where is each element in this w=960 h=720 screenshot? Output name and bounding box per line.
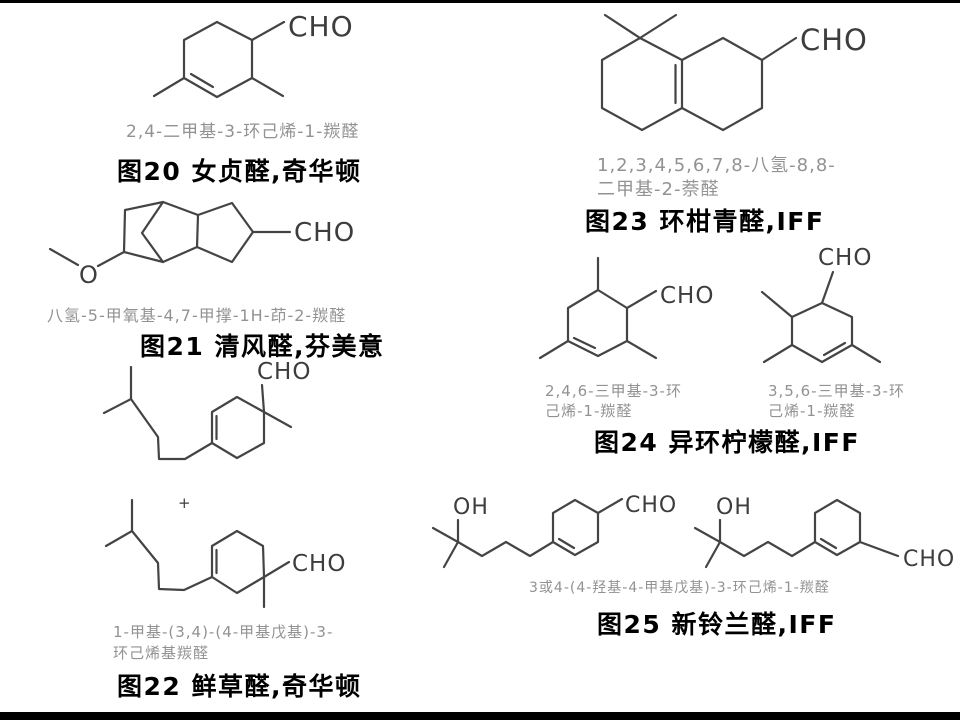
cho-label: CHO: [257, 359, 311, 385]
fig22-chem-name-line2: 环己烯基羰醛: [113, 644, 210, 662]
cho-bond: [250, 20, 286, 42]
fig21-caption: 图21 清风醛,芬美意: [140, 332, 385, 361]
fig22-chem-name: 1-甲基-(3,4)-(4-甲基戊基)-3- 环己烯基羰醛: [113, 622, 333, 664]
double-bond: [189, 72, 215, 89]
pentyl-chain: [718, 540, 817, 558]
fig24-structure-right: CHO: [760, 245, 882, 364]
cho-label: CHO: [818, 245, 872, 271]
methyl-bond: [104, 529, 134, 548]
bottom-border: [0, 712, 960, 720]
fig23-chem-name-line1: 1,2,3,4,5,6,7,8-八氢-8,8-: [597, 155, 836, 176]
methyl-bond: [262, 410, 293, 429]
cyclohexene-ring: [566, 288, 629, 358]
fig24-left-line1: 2,4,6-三甲基-3-环: [545, 382, 682, 400]
methoxy-bond: [48, 247, 80, 267]
methyl-bond: [625, 339, 658, 360]
pentyl-chain: [129, 397, 214, 461]
cho-label: CHO: [660, 283, 714, 309]
double-bond: [822, 341, 847, 357]
cho-bond: [260, 383, 266, 414]
fig22-structure-2: + CHO: [104, 494, 346, 609]
fig23-chem-name-line2: 二甲基-2-萘醛: [597, 179, 720, 200]
fig20-structure: CHO: [152, 10, 354, 99]
double-bond: [572, 336, 597, 350]
plus-sign: +: [178, 494, 192, 512]
fig20-chem-name: 2,4-二甲基-3-环己烯-1-羰醛: [126, 122, 360, 142]
cyclopentane-ring: [195, 201, 255, 264]
cyclohexene-ring: [551, 498, 600, 557]
fig25-structure-right: OH CHO: [693, 495, 955, 572]
methyl-bond: [431, 526, 460, 544]
cho-bond: [625, 289, 658, 310]
double-bond: [819, 537, 838, 550]
fig23-caption: 图23 环柑青醛,IFF: [585, 207, 825, 236]
methyl-bond: [762, 343, 794, 364]
methyl-bond: [442, 540, 460, 569]
cho-bond: [760, 36, 798, 62]
fig20-caption: 图20 女贞醛,奇华顿: [117, 157, 362, 186]
methyl-bond: [693, 526, 722, 544]
fig21-structure: O CHO: [48, 200, 355, 289]
fig24-chem-name-left: 2,4,6-三甲基-3-环 己烯-1-羰醛: [545, 381, 682, 421]
pentyl-chain: [130, 529, 214, 592]
cho-label: CHO: [903, 547, 955, 572]
methyl-bond: [152, 76, 186, 98]
cyclohexene-ring: [790, 301, 854, 364]
cho-bond: [596, 497, 624, 515]
oh-label: OH: [716, 495, 752, 520]
norbornane-ring: [122, 200, 200, 264]
fig22-chem-name-line1: 1-甲基-(3,4)-(4-甲基戊基)-3-: [113, 623, 334, 641]
cho-bond: [820, 270, 835, 305]
cyclohexene-ring: [210, 529, 266, 595]
methano-bridge: [140, 200, 165, 264]
pentyl-chain: [456, 540, 555, 558]
methyl-bond: [102, 397, 133, 415]
top-border: [0, 0, 960, 3]
cho-bond: [262, 560, 291, 579]
fig25-caption: 图25 新铃兰醛,IFF: [597, 610, 837, 639]
methyl-bond: [603, 13, 642, 40]
cyclohexene-ring: [182, 20, 254, 99]
cho-label: CHO: [288, 10, 354, 43]
cyclohexene-ring: [210, 395, 266, 460]
right-ring: [680, 36, 764, 132]
fig24-caption: 图24 异环柠檬醛,IFF: [594, 428, 860, 457]
fig24-left-line2: 己烯-1-羰醛: [545, 402, 633, 420]
fig21-chem-name: 八氢-5-甲氧基-4,7-甲撑-1H-茚-2-羰醛: [47, 306, 347, 325]
fig23-structure: CHO: [600, 13, 868, 132]
fig23-chem-name: 1,2,3,4,5,6,7,8-八氢-8,8- 二甲基-2-萘醛: [597, 154, 836, 202]
double-bond: [557, 537, 576, 550]
fig24-chem-name-right: 3,5,6-三甲基-3-环 己烯-1-羰醛: [768, 381, 905, 421]
left-ring: [600, 36, 684, 132]
methyl-bond: [704, 540, 722, 569]
cho-label: CHO: [294, 218, 355, 248]
fig22-structure-1: CHO: [102, 359, 311, 461]
methyl-bond: [850, 343, 882, 364]
oh-label: OH: [453, 495, 489, 520]
cho-label: CHO: [292, 551, 346, 577]
ether-bond: [96, 250, 126, 268]
fig24-right-line1: 3,5,6-三甲基-3-环: [768, 382, 905, 400]
oxygen-label: O: [79, 261, 99, 289]
cho-label: CHO: [800, 23, 868, 57]
fig25-chem-name: 3或4-(4-羟基-4-甲基戊基)-3-环己烯-1-羰醛: [529, 580, 830, 596]
fig22-caption: 图22 鲜草醛,奇华顿: [117, 672, 362, 701]
fig25-structure-left: OH CHO: [431, 493, 677, 569]
fig24-structure-left: CHO: [538, 256, 714, 360]
methyl-bond: [250, 76, 285, 98]
fig24-right-line2: 己烯-1-羰醛: [768, 402, 856, 420]
methyl-bond: [760, 290, 794, 319]
methyl-bond: [538, 339, 570, 360]
cho-label: CHO: [625, 493, 677, 518]
cho-bond: [858, 540, 900, 558]
methyl-bond: [638, 13, 678, 40]
cyclohexene-ring: [813, 498, 862, 557]
